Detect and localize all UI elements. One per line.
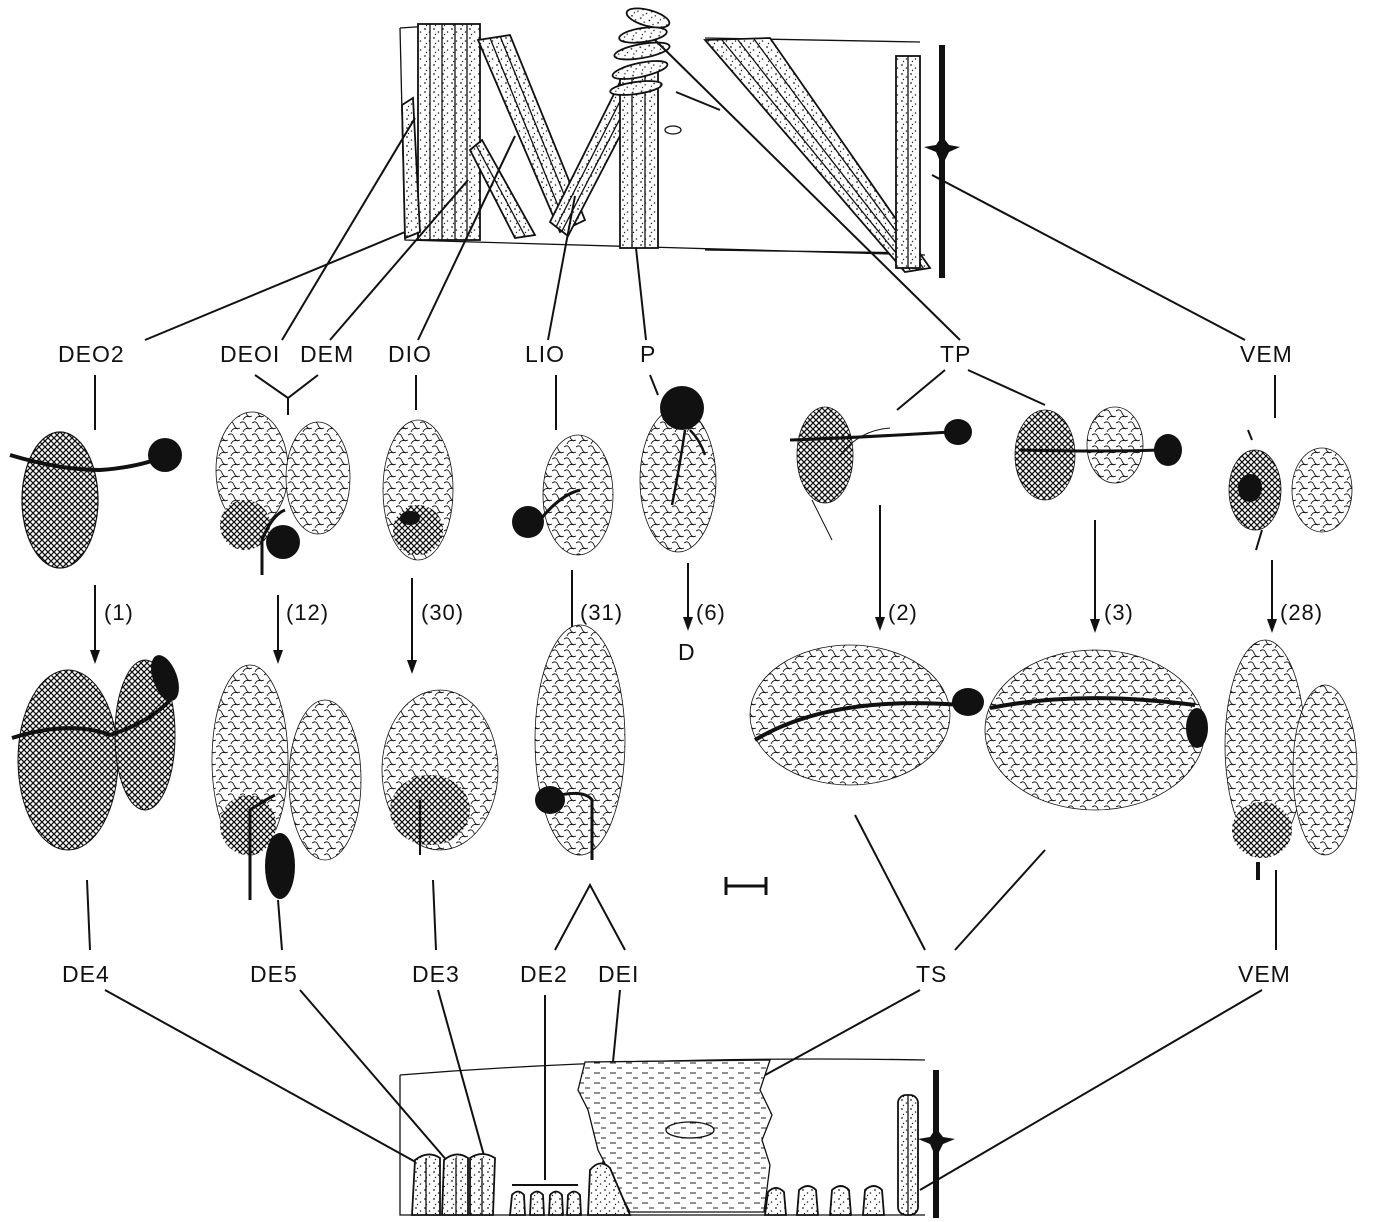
adult-neurons-row	[12, 625, 1357, 900]
bottom-de2-bundles	[510, 1192, 581, 1216]
label-de3: DE3	[412, 961, 460, 987]
count-31: (31)	[580, 600, 623, 625]
bottom-vem-bundle	[898, 1070, 955, 1218]
top-muscle-panel	[400, 5, 960, 278]
label-de2: DE2	[520, 961, 568, 987]
count-2: (2)	[888, 600, 918, 625]
arrow-dio	[407, 578, 417, 674]
label-deo2: DEO2	[58, 341, 125, 367]
neuron-deo2-early	[10, 432, 182, 568]
neuron-ts-b-adult	[985, 650, 1208, 810]
label-de5: DE5	[250, 961, 298, 987]
arrow-vem	[1267, 560, 1277, 633]
neuron-dio-early	[383, 420, 453, 560]
neuron-de1-de2-adult	[535, 625, 625, 860]
top-vem-band	[896, 45, 960, 278]
neuron-ts-a-adult	[750, 645, 984, 785]
neuron-vem-early	[1229, 430, 1352, 550]
count-12: (12)	[286, 600, 329, 625]
neuron-tp-b-early	[1015, 407, 1182, 500]
top-labels: DEO2 DEOI DEM DIO LIO P TP VEM	[58, 341, 1293, 367]
top-connector-lines	[145, 40, 1245, 340]
neuron-p-early	[640, 386, 716, 552]
label-dem: DEM	[300, 341, 354, 367]
label-dio: DIO	[388, 341, 432, 367]
label-vem-top: VEM	[1240, 341, 1293, 367]
count-28: (28)	[1280, 600, 1323, 625]
arrow-deo1	[273, 595, 283, 664]
count-3: (3)	[1104, 600, 1134, 625]
label-de1: DEI	[598, 961, 639, 987]
scale-bar	[726, 877, 766, 895]
neuron-de5-adult	[212, 665, 361, 900]
bottom-labels: DE4 DE5 DE3 DE2 DEI TS VEM	[62, 961, 1291, 987]
label-deo1: DEOI	[220, 341, 280, 367]
arrow-tp-b	[1090, 520, 1100, 633]
bottom-large-bundles	[412, 1154, 495, 1215]
label-lio: LIO	[525, 341, 565, 367]
neuron-de3-adult	[382, 690, 498, 855]
arrow-p	[683, 563, 693, 631]
neuron-deo1-dem-early	[216, 412, 350, 575]
arrow-deo2	[90, 585, 100, 664]
count-1: (1)	[104, 600, 134, 625]
embryonic-neurons-row	[10, 386, 1352, 575]
top-vertical-bands	[402, 24, 480, 240]
neuron-vem-adult	[1225, 640, 1357, 880]
bottom-right-bundles	[765, 1186, 884, 1215]
top-nerve-star-icon	[924, 136, 960, 166]
top-p-band	[620, 70, 681, 248]
label-tp: TP	[940, 341, 971, 367]
label-p: P	[640, 341, 656, 367]
label-vem-bottom: VEM	[1238, 961, 1291, 987]
count-6: (6)	[696, 600, 726, 625]
neuron-lio-early	[512, 435, 613, 555]
arrow-tp-a	[875, 505, 885, 631]
neuron-de4-adult	[12, 651, 184, 850]
label-ts: TS	[916, 961, 947, 987]
label-de4: DE4	[62, 961, 110, 987]
count-labels: (1) (12) (30) (31) (6) D (2) (3) (28)	[104, 600, 1323, 665]
label-d: D	[678, 639, 696, 665]
bottom-muscle-panel	[400, 1059, 955, 1218]
count-30: (30)	[421, 600, 464, 625]
bottom-nerve-star-icon	[918, 1128, 955, 1158]
